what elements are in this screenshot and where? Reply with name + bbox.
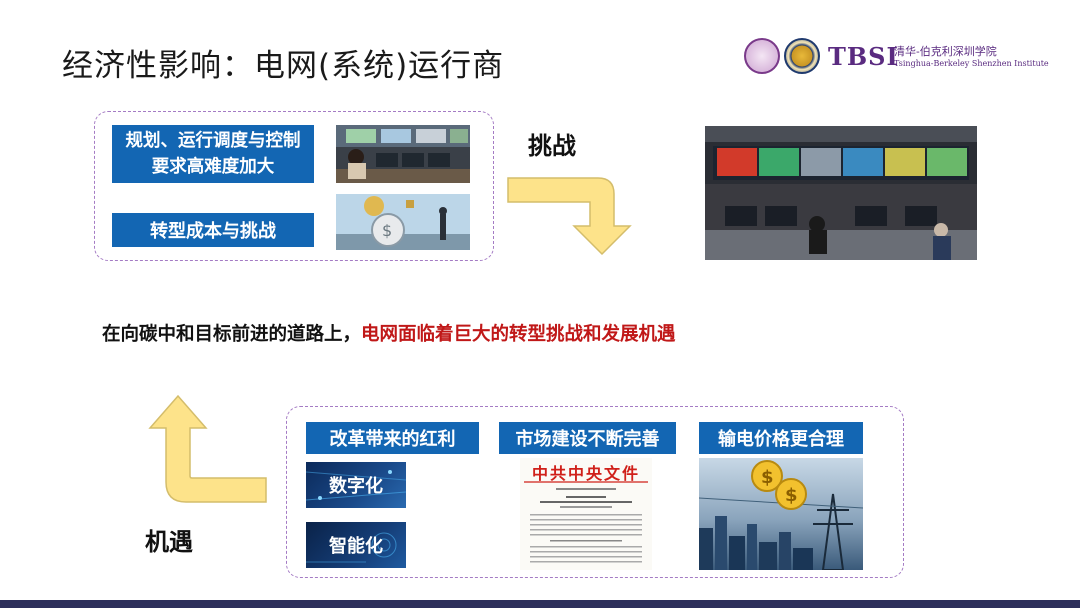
opportunity-label-price: 输电价格更合理 <box>699 422 863 454</box>
bottom-bar <box>0 600 1080 608</box>
opportunity-label-reform: 改革带来的红利 <box>306 422 479 454</box>
challenge-caption: 挑战 <box>528 132 576 160</box>
center-statement-highlight: 电网面临着巨大的转型挑战和发展机遇 <box>361 324 676 345</box>
intelligentization-tile: 智能化 <box>306 522 406 568</box>
arrow-up-icon <box>148 394 267 503</box>
arrow-down-icon <box>507 177 632 256</box>
control-room-photo-small <box>336 125 470 183</box>
logo-name-cn: 清华-伯克利深圳学院 <box>894 45 997 58</box>
document-header: 中共中央文件 <box>531 464 640 483</box>
logo-name-en: Tsinghua-Berkeley Shenzhen Institute <box>894 59 1049 68</box>
intelligentization-label: 智能化 <box>329 536 383 557</box>
svg-text:$: $ <box>382 221 392 240</box>
slide-title: 经济性影响：电网(系统)运行商 <box>62 48 505 84</box>
digitalization-label: 数字化 <box>329 476 383 497</box>
berkeley-seal-icon <box>784 38 820 74</box>
cost-coins-photo-small: $ <box>336 194 470 250</box>
opportunity-box <box>286 406 904 578</box>
control-room-photo-large <box>705 126 977 260</box>
center-statement-prefix: 在向碳中和目标前进的道路上， <box>102 324 362 345</box>
opportunity-caption: 机遇 <box>145 528 193 556</box>
svg-text:$: $ <box>785 485 798 506</box>
svg-text:$: $ <box>761 467 774 488</box>
transmission-price-image: $ $ <box>699 458 863 570</box>
central-document-image: 中共中央文件 <box>520 458 652 570</box>
opportunity-label-market: 市场建设不断完善 <box>499 422 676 454</box>
institute-logo: TBSI 清华-伯克利深圳学院 Tsinghua-Berkeley Shenzh… <box>744 38 1049 78</box>
challenge-label-dispatch: 规划、运行调度与控制要求高难度加大 <box>112 125 314 183</box>
center-statement: 在向碳中和目标前进的道路上，电网面临着巨大的转型挑战和发展机遇 <box>102 320 676 346</box>
digitalization-tile: 数字化 <box>306 462 406 508</box>
challenge-box <box>94 111 494 261</box>
logo-abbr: TBSI <box>828 42 899 71</box>
challenge-label-cost: 转型成本与挑战 <box>112 213 314 247</box>
tsinghua-seal-icon <box>744 38 780 74</box>
